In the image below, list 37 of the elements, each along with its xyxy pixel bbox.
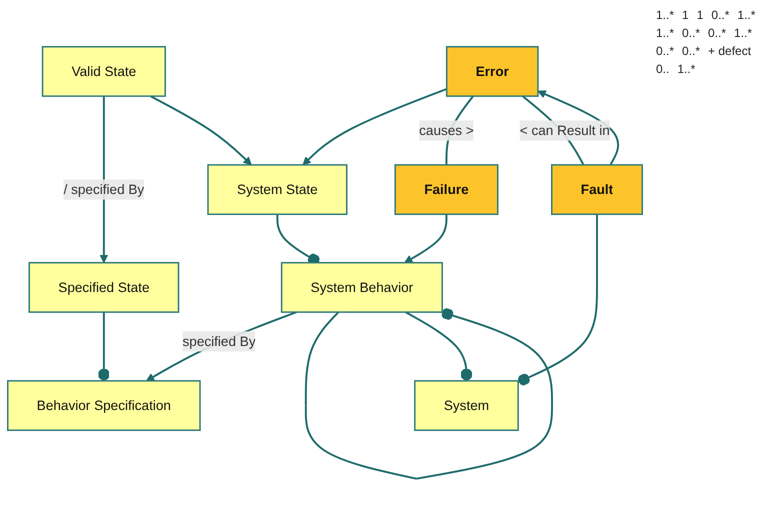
node-box: System State [207, 164, 348, 216]
node-box: Specified State [28, 262, 180, 314]
arrow [150, 95, 252, 166]
arrow [302, 88, 448, 166]
connector [518, 214, 598, 386]
multiplicity-label: 1..* [656, 8, 674, 22]
multiplicity-label: 0..* [682, 26, 700, 40]
edge-label: / specified By [64, 182, 144, 198]
node-box: Error [446, 46, 539, 98]
multiplicity-label: 0..* [682, 44, 700, 58]
multiplicity-label: 1..* [734, 26, 752, 40]
multiplicity-label: 0..* [711, 8, 730, 22]
node-box: Behavior Specification [7, 380, 201, 432]
connector [405, 311, 472, 382]
multiplicity-label: 1 [696, 8, 704, 22]
multiplicity-label: 1 [682, 8, 689, 22]
connector [98, 312, 110, 382]
arrow [538, 90, 620, 166]
arrow [146, 311, 297, 382]
edge-label: < can Result in [520, 122, 610, 138]
multiplicity-label: 0..* [708, 26, 726, 40]
multiplicity-label: 1..* [656, 26, 674, 40]
multiplicity-label: 0.. [656, 62, 670, 76]
edge-label: causes > [419, 122, 474, 138]
multiplicity-label: + defect [708, 44, 752, 58]
node-box: System Behavior [280, 262, 443, 314]
multiplicity-label: 1..* [677, 62, 696, 76]
node-box: Valid State [42, 46, 166, 98]
multiplicity-label: 0..* [656, 44, 674, 58]
multiplicity-label: 1..* [737, 8, 756, 22]
node-box: Failure [394, 164, 498, 216]
node-box: System [414, 380, 519, 432]
arrow [100, 96, 108, 264]
connector [304, 308, 553, 480]
edge-label: specified By [182, 333, 256, 349]
node-box: Fault [551, 164, 643, 216]
arrow [404, 214, 448, 264]
